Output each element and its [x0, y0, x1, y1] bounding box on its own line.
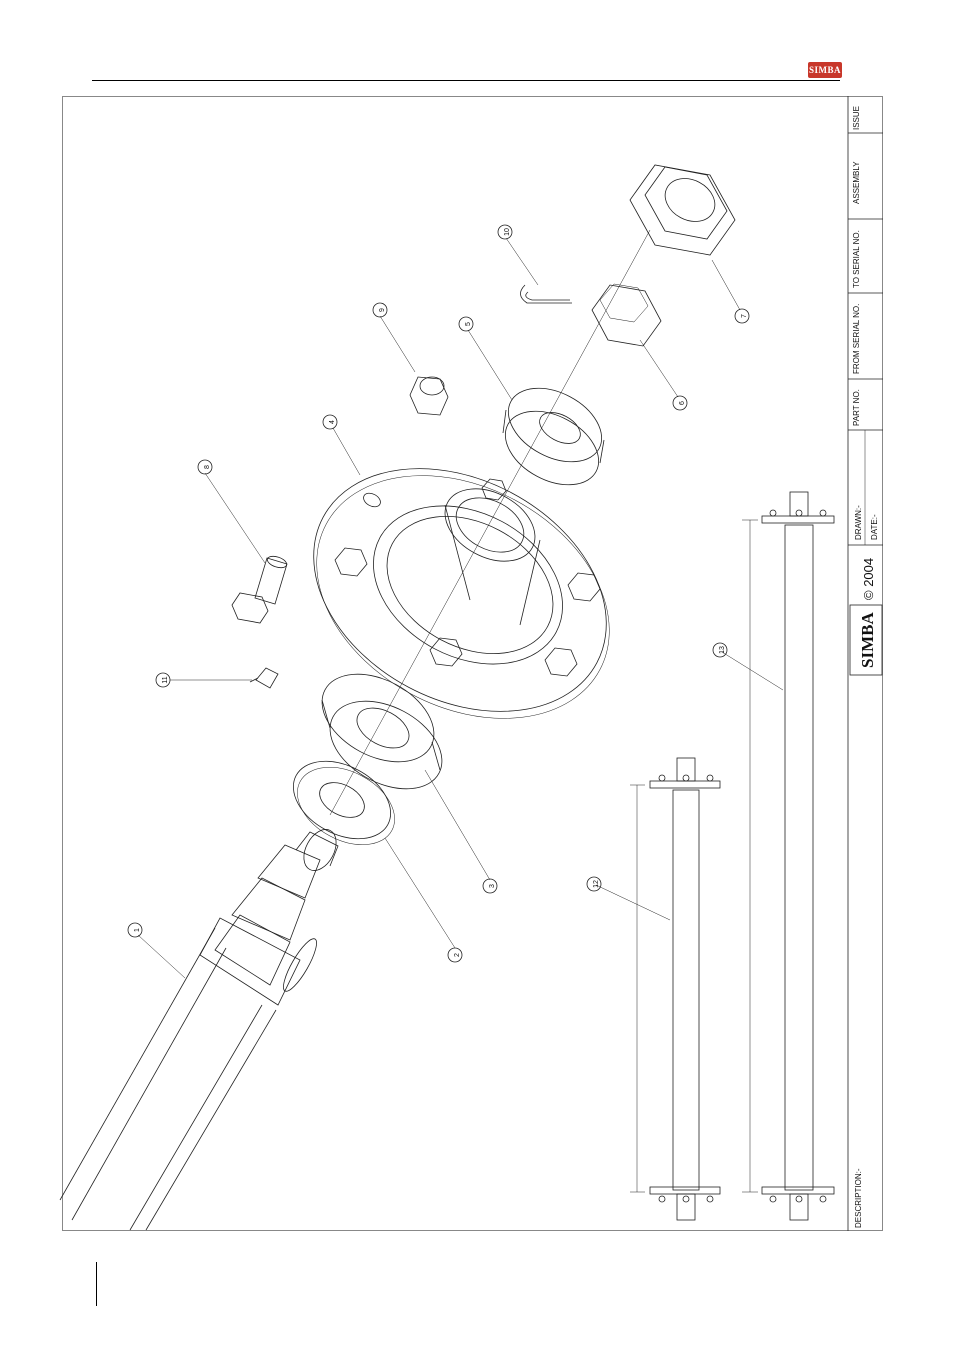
callout-10: 10 — [504, 228, 511, 236]
callout-7: 7 — [741, 314, 748, 318]
castle-nut-part-6 — [592, 284, 661, 346]
callout-8: 8 — [204, 465, 211, 469]
grease-nipple-part-11 — [250, 668, 278, 688]
leader-lines — [138, 238, 783, 978]
nut-part-9 — [410, 377, 448, 415]
washer-part-2 — [280, 746, 408, 861]
footer-rule — [96, 1262, 97, 1306]
callout-9: 9 — [379, 308, 386, 312]
callout-4: 4 — [329, 420, 336, 424]
date-label: DATE:- — [870, 514, 879, 540]
split-pin-part-10 — [520, 285, 572, 303]
callout-13: 13 — [719, 646, 726, 654]
callout-3: 3 — [489, 884, 496, 888]
shaft-part-13 — [742, 492, 834, 1220]
callout-5: 5 — [465, 322, 472, 326]
description-label: DESCRIPTION:- — [854, 1168, 863, 1228]
shaft-part-12 — [630, 758, 720, 1220]
callout-12: 12 — [593, 880, 600, 888]
part-no-label: PART NO. — [852, 389, 861, 426]
callout-labels: 1 2 3 4 5 6 7 8 9 10 11 12 13 — [134, 228, 748, 957]
bearing-part-5 — [493, 373, 614, 499]
axle-part-1 — [60, 824, 343, 1230]
callout-1: 1 — [134, 928, 141, 932]
from-serial-label: FROM SERIAL NO. — [852, 304, 861, 374]
title-block-text: ISSUE ASSEMBLY TO SERIAL NO. FROM SERIAL… — [852, 106, 879, 1228]
centre-line — [330, 230, 650, 815]
to-serial-label: TO SERIAL NO. — [852, 230, 861, 288]
callout-11: 11 — [162, 676, 169, 683]
assembly-label: ASSEMBLY — [852, 161, 861, 204]
company-name: SIMBA — [858, 612, 877, 668]
hub-cap-part-7 — [630, 165, 735, 255]
issue-label: ISSUE — [852, 106, 861, 130]
callout-circles — [128, 225, 749, 962]
hub-part-4 — [272, 420, 652, 767]
copyright-text: © 2004 — [861, 558, 876, 600]
bearing-part-3 — [307, 656, 457, 806]
callout-2: 2 — [454, 953, 461, 957]
callout-6: 6 — [679, 401, 686, 405]
wheel-stud-part-8 — [232, 554, 288, 623]
drawn-label: DRAWN:- — [854, 505, 863, 540]
